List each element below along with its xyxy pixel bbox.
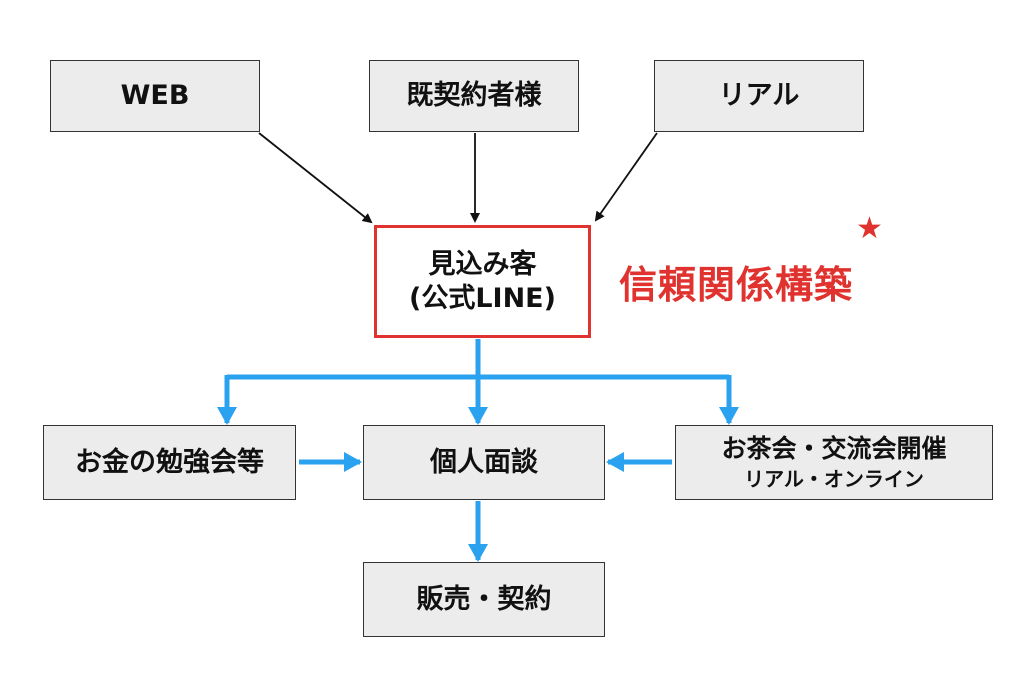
arrow-web-to-prospect bbox=[258, 132, 373, 224]
node-web-label: WEB bbox=[120, 80, 190, 112]
node-study-group: お金の勉強会等 bbox=[43, 425, 296, 500]
node-individual-interview-label: 個人面談 bbox=[430, 446, 538, 478]
node-sales-contract-label: 販売・契約 bbox=[416, 583, 552, 615]
node-study-group-label: お金の勉強会等 bbox=[75, 446, 264, 478]
node-sales-contract: 販売・契約 bbox=[363, 562, 605, 637]
node-prospect-line: 見込み客 (公式LINE) bbox=[374, 225, 591, 338]
node-existing-contracts: 既契約者様 bbox=[369, 60, 579, 132]
node-tea-party-label: お茶会・交流会開催 bbox=[721, 434, 947, 464]
node-tea-party-sublabel: リアル・オンライン bbox=[744, 466, 924, 491]
node-real: リアル bbox=[654, 60, 864, 132]
node-prospect-subtitle: (公式LINE) bbox=[409, 282, 556, 314]
node-prospect-title: 見込み客 bbox=[428, 248, 537, 280]
node-individual-interview: 個人面談 bbox=[363, 425, 605, 500]
trust-building-label: 信頼関係構築 bbox=[619, 263, 854, 307]
star-icon: ★ bbox=[856, 211, 883, 246]
arrow-real-to-prospect bbox=[594, 132, 658, 222]
node-real-label: リアル bbox=[718, 80, 800, 112]
node-web: WEB bbox=[50, 60, 260, 132]
node-existing-contracts-label: 既契約者様 bbox=[406, 80, 542, 112]
node-tea-party: お茶会・交流会開催 リアル・オンライン bbox=[675, 425, 993, 500]
